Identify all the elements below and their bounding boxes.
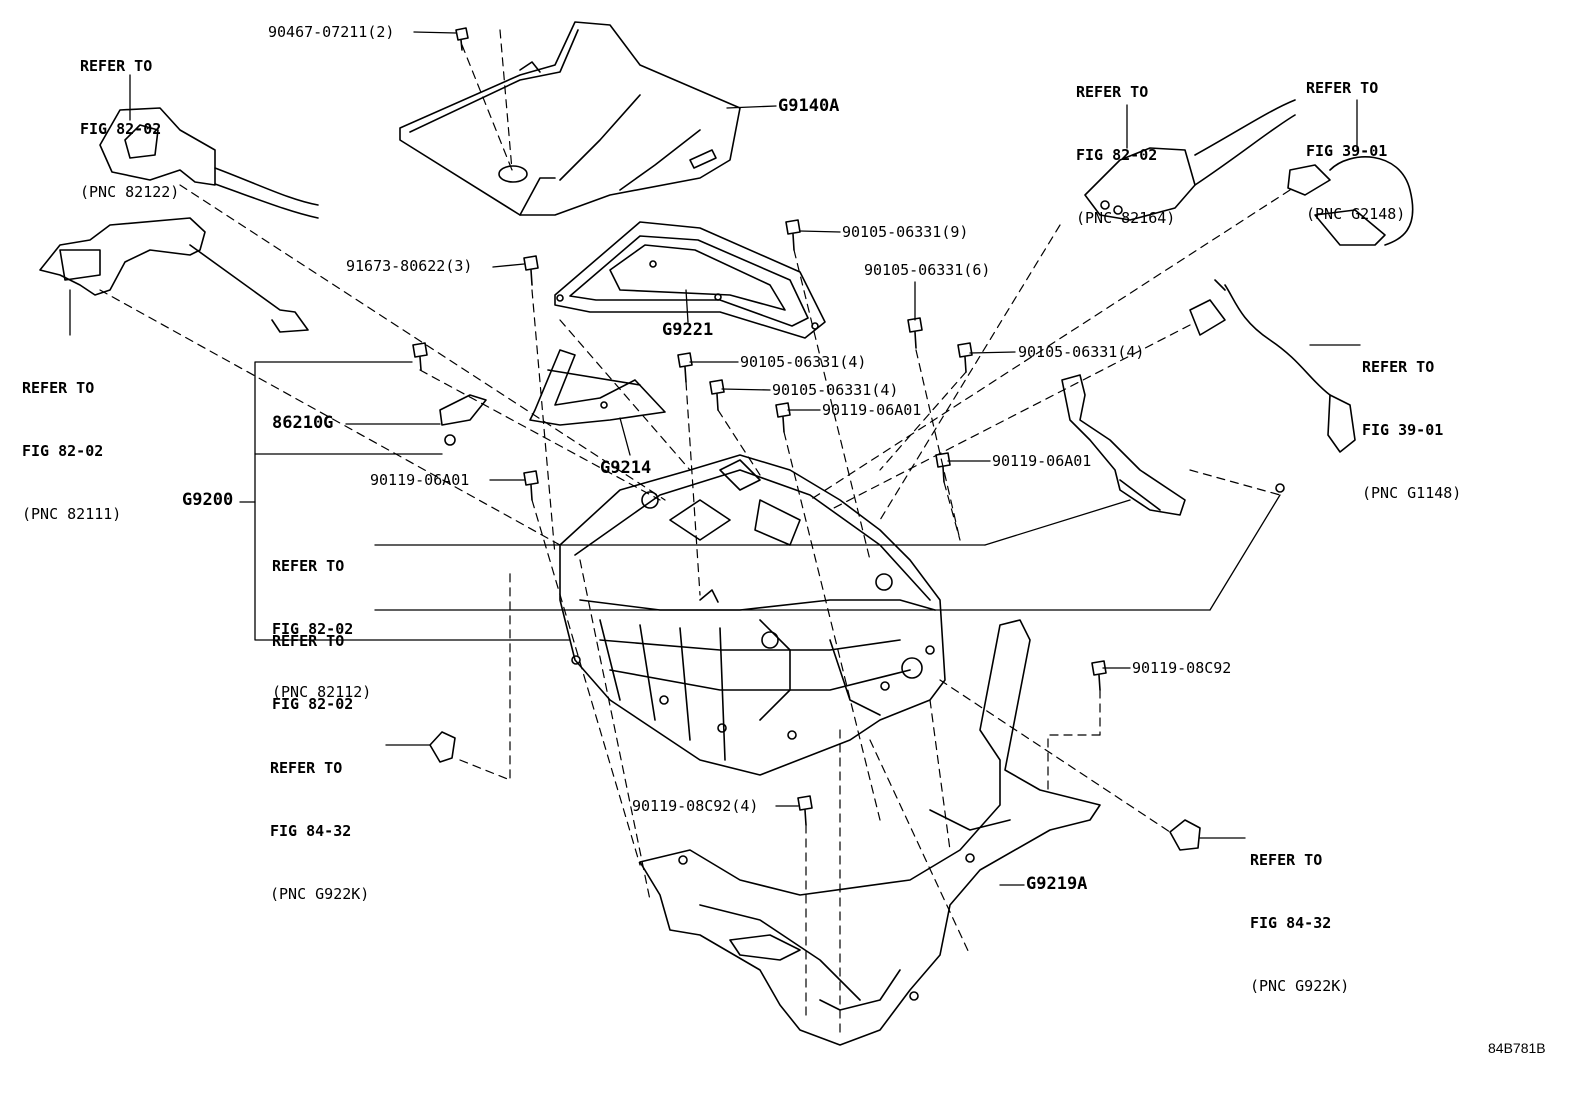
refer-pnc: (PNC 82112) [272, 683, 372, 701]
refer-82122: REFER TO FIG 82-02 (PNC 82122) [80, 14, 179, 224]
refer-fig: FIG 39-01 [1362, 421, 1444, 439]
refer-pnc: (PNC 82164) [1076, 209, 1176, 227]
clip-right-g922k [1169, 819, 1201, 851]
refer-pnc: (PNC G2148) [1306, 205, 1406, 223]
label-g9140a: G9140A [778, 96, 840, 116]
refer-line: REFER TO [1250, 851, 1323, 869]
lower-bracket-g9219a [639, 619, 1101, 1046]
label-90119-06a01-c: 90119-06A01 [370, 471, 470, 489]
refer-fig: FIG 84-32 [1250, 914, 1332, 932]
refer-line: REFER TO [22, 379, 95, 397]
label-90105-06331-6: 90105-06331(6) [864, 261, 991, 279]
refer-line: REFER TO [1306, 79, 1379, 97]
bracket-g9214 [529, 349, 666, 426]
refer-82111: REFER TO FIG 82-02 (PNC 82111) [22, 336, 121, 546]
refer-fig: FIG 82-02 [80, 120, 162, 138]
label-g9214: G9214 [600, 458, 652, 478]
label-90467-07211: 90467-07211(2) [268, 23, 395, 41]
label-90105-06331-9: 90105-06331(9) [842, 223, 969, 241]
refer-g2148: REFER TO FIG 39-01 (PNC G2148) [1306, 36, 1405, 246]
refer-fig: FIG 82-02 [272, 620, 354, 638]
label-86210g: 86210G [272, 413, 334, 433]
refer-pnc: (PNC G922K) [270, 885, 370, 903]
bolts [412, 27, 1285, 826]
connector-82122 [99, 107, 319, 219]
refer-fig: FIG 82-02 [22, 442, 104, 460]
refer-fig-82-02: REFER TO FIG 82-02 [272, 589, 353, 736]
label-g9219a: G9219A [1026, 874, 1088, 894]
connector-82111 [39, 217, 309, 333]
label-90119-06a01-a: 90119-06A01 [822, 401, 922, 419]
refer-pnc: (PNC 82111) [22, 505, 122, 523]
refer-g922k-right: REFER TO FIG 84-32 (PNC G922K) [1250, 808, 1349, 1018]
refer-line: REFER TO [272, 557, 345, 575]
label-g9200: G9200 [182, 490, 234, 510]
leader-lines [69, 31, 1361, 886]
label-90105-06331-4-a: 90105-06331(4) [740, 353, 867, 371]
label-90105-06331-4-c: 90105-06331(4) [772, 381, 899, 399]
label-g9221: G9221 [662, 320, 714, 340]
refer-line: REFER TO [80, 57, 153, 75]
refer-fig: FIG 84-32 [270, 822, 352, 840]
refer-pnc: (PNC 82122) [80, 183, 180, 201]
refer-fig: FIG 39-01 [1306, 142, 1388, 160]
label-90119-06a01-b: 90119-06A01 [992, 452, 1092, 470]
connector-82164 [1084, 99, 1296, 221]
refer-line: REFER TO [1076, 83, 1149, 101]
diagram-code: 84B781B [1488, 1040, 1546, 1056]
refer-line: REFER TO [272, 632, 345, 650]
label-90119-08c92-4: 90119-08C92(4) [632, 797, 759, 815]
refer-82112: REFER TO FIG 82-02 (PNC 82112) [272, 514, 371, 724]
refer-82164: REFER TO FIG 82-02 (PNC 82164) [1076, 40, 1175, 250]
refer-pnc: (PNC G922K) [1250, 977, 1350, 995]
inverter-cover-g9140a [399, 21, 741, 216]
harness-g1148 [1189, 279, 1356, 453]
refer-line: REFER TO [270, 759, 343, 777]
refer-g1148: REFER TO FIG 39-01 (PNC G1148) [1362, 315, 1461, 525]
refer-line: REFER TO [1362, 358, 1435, 376]
label-90105-06331-4-b: 90105-06331(4) [1018, 343, 1145, 361]
label-90119-08c92: 90119-08C92 [1132, 659, 1232, 677]
sensor-harness [1061, 374, 1186, 516]
inverter-assembly-g9200 [559, 454, 946, 776]
refer-g922k-left: REFER TO FIG 84-32 (PNC G922K) [270, 716, 369, 926]
harness-g2148 [1287, 156, 1414, 246]
gasket-frame-g9221 [554, 221, 826, 339]
refer-pnc: (PNC G1148) [1362, 484, 1462, 502]
label-91673-80622: 91673-80622(3) [346, 257, 473, 275]
refer-fig: FIG 82-02 [272, 695, 354, 713]
clip-left-g922k [429, 731, 456, 763]
refer-fig: FIG 82-02 [1076, 146, 1158, 164]
assembly-dashed-lines [99, 29, 1291, 1036]
